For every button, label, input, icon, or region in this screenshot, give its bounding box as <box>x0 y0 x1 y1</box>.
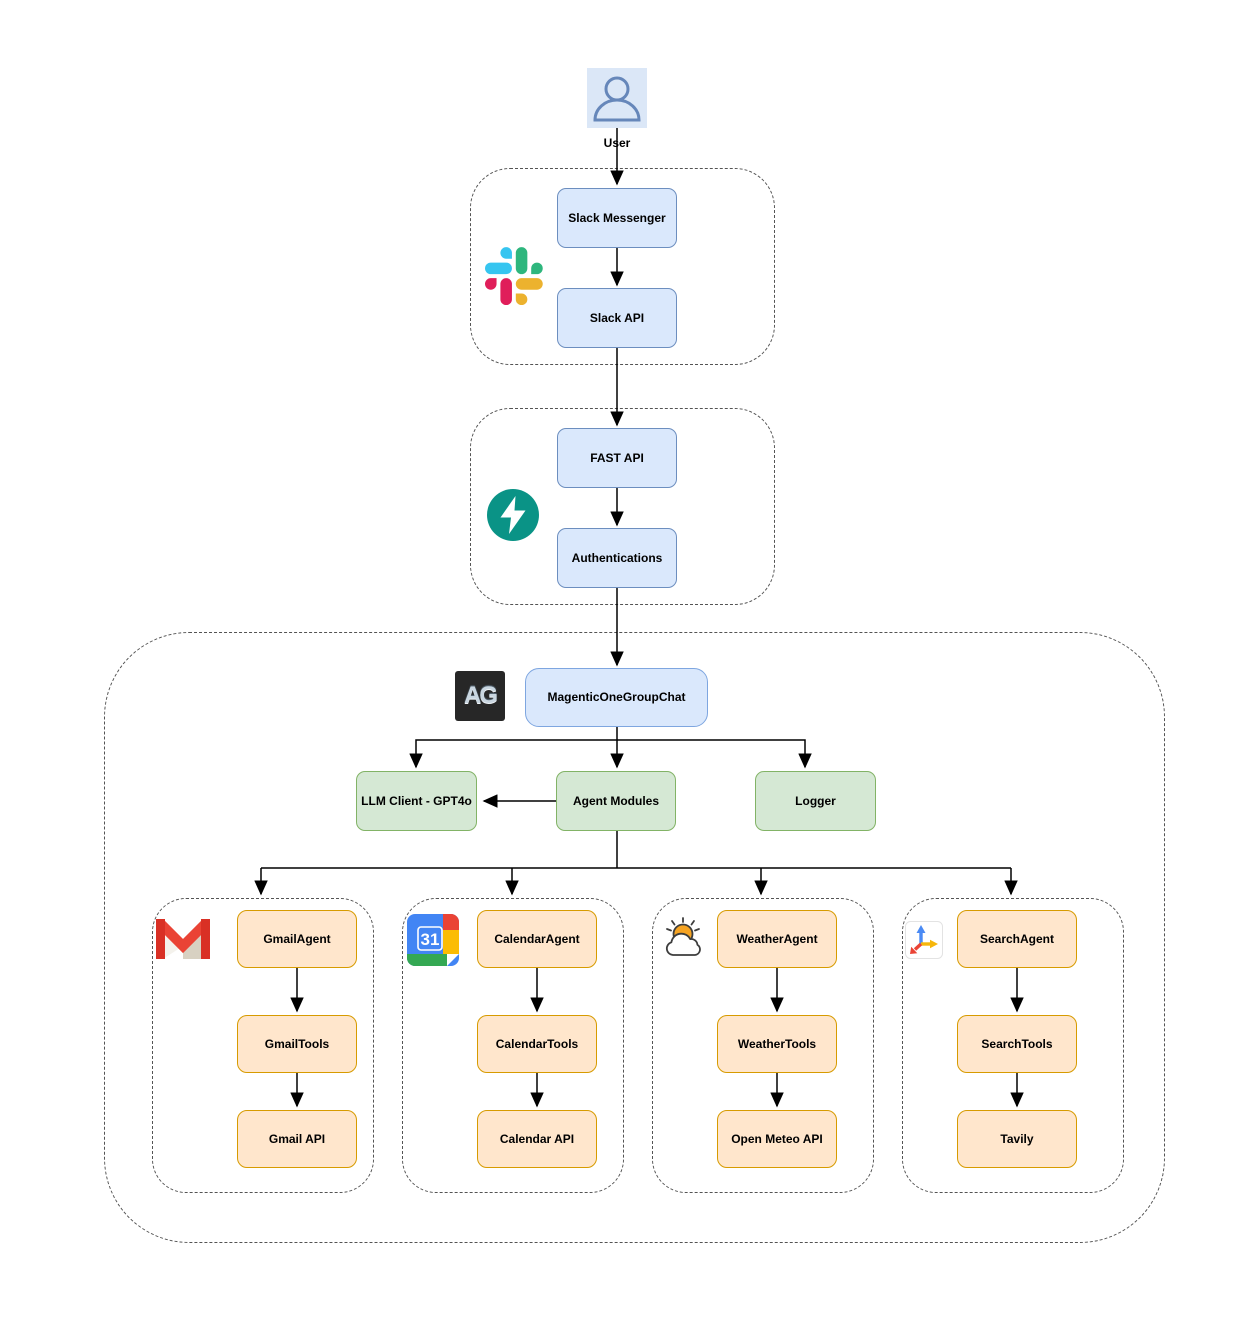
calendar-tools-node: CalendarTools <box>477 1015 597 1073</box>
calendar-agent-group <box>402 898 624 1193</box>
fast-api-node: FAST API <box>557 428 677 488</box>
search-agent-node: SearchAgent <box>957 910 1077 968</box>
user-label: User <box>603 136 631 150</box>
gmail-icon <box>156 919 210 959</box>
gmail-agent-group <box>152 898 374 1193</box>
gmail-api-node: Gmail API <box>237 1110 357 1168</box>
calendar-api-node: Calendar API <box>477 1110 597 1168</box>
gmail-tools-node: GmailTools <box>237 1015 357 1073</box>
weather-agent-node: WeatherAgent <box>717 910 837 968</box>
google-calendar-icon: 31 <box>407 914 459 966</box>
fastapi-icon <box>486 488 540 542</box>
orchestrator-section <box>104 632 1165 1243</box>
weather-agent-group <box>652 898 874 1193</box>
gmail-agent-node: GmailAgent <box>237 910 357 968</box>
slack-messenger-node: Slack Messenger <box>557 188 677 248</box>
google-calendar-icon-text: 31 <box>421 930 440 949</box>
logger-node: Logger <box>755 771 876 831</box>
weather-tools-node: WeatherTools <box>717 1015 837 1073</box>
tavily-icon <box>905 921 943 959</box>
slack-api-node: Slack API <box>557 288 677 348</box>
search-tools-node: SearchTools <box>957 1015 1077 1073</box>
tavily-node: Tavily <box>957 1110 1077 1168</box>
autogen-icon-text: AG <box>464 682 498 709</box>
autogen-icon: AG <box>455 671 505 721</box>
search-agent-group <box>902 898 1124 1193</box>
llm-client-node: LLM Client - GPT4o <box>356 771 477 831</box>
open-meteo-api-node: Open Meteo API <box>717 1110 837 1168</box>
calendar-agent-node: CalendarAgent <box>477 910 597 968</box>
agent-modules-node: Agent Modules <box>556 771 676 831</box>
weather-icon <box>660 916 708 960</box>
slack-section <box>470 168 775 365</box>
user-icon <box>587 68 647 128</box>
slack-icon <box>485 247 543 305</box>
magentic-one-group-chat-node: MagenticOneGroupChat <box>525 668 708 727</box>
fastapi-section <box>470 408 775 605</box>
authentications-node: Authentications <box>557 528 677 588</box>
